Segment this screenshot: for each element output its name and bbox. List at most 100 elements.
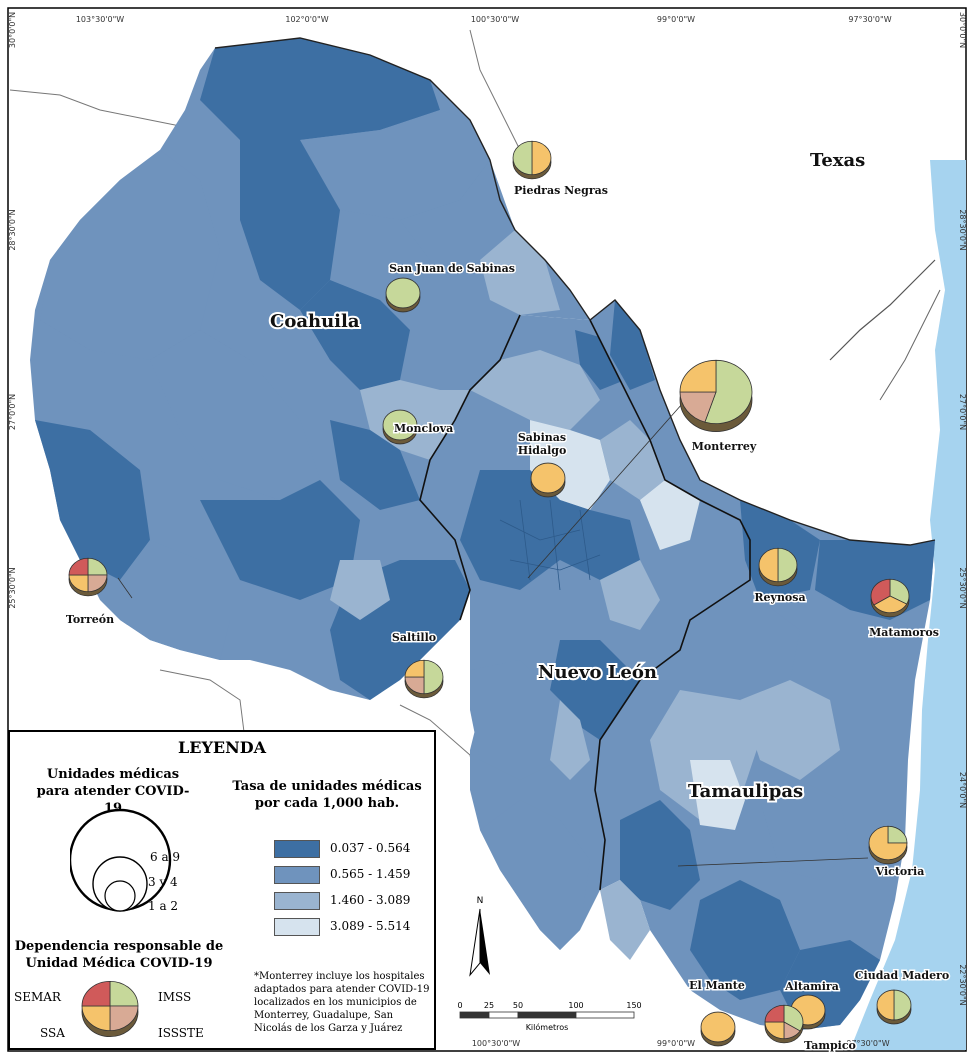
city-sabinas-hidalgo-slice-ssa <box>530 462 566 494</box>
city-tampico-slice-ssa <box>764 1021 785 1040</box>
legend-size-mid: 3 y 4 <box>148 875 178 889</box>
muni-coah-11 <box>35 420 150 580</box>
muni-tam-8 <box>740 680 840 780</box>
coord-top-3: 99°0'0"W <box>657 15 695 24</box>
coord-left-1: 28°30'0"N <box>8 209 17 250</box>
coord-top-4: 97°30'0"W <box>848 15 891 24</box>
city-torreon-slice-semar <box>68 557 89 576</box>
intl-border <box>214 37 936 546</box>
legend-dep-slice-ssa <box>81 1005 111 1032</box>
muni-nl-7 <box>640 480 700 550</box>
coord-right-5: 22°30'0"N <box>958 964 967 1005</box>
city-el-mante-label: El Mante <box>689 979 745 992</box>
scale-tick-1: 25 <box>484 1001 494 1010</box>
scale-segment-1 <box>488 1011 519 1019</box>
muni-coah-1 <box>200 38 440 140</box>
city-monterrey-slice-ssa <box>679 359 717 393</box>
muni-coah-2 <box>300 110 490 220</box>
city-saltillo-slice-imss <box>423 659 444 695</box>
river-line-4 <box>159 669 246 741</box>
legend-note: *Monterrey incluye los hospitales adapta… <box>254 971 430 1034</box>
legend-swatch-3 <box>274 918 320 936</box>
scale-unit: Kilómetros <box>526 1022 569 1032</box>
legend-size-circles <box>70 808 172 912</box>
state-label-nuevo-leon: Nuevo León <box>538 662 657 683</box>
legend-swatch-0 <box>274 840 320 858</box>
legend-class-label-0: 0.037 - 0.564 <box>330 841 411 855</box>
city-ciudad-madero-slice-ssa <box>876 989 895 1021</box>
scale-tick-0: 0 <box>457 1001 462 1010</box>
city-el-mante-slice-ssa <box>700 1011 736 1043</box>
muni-coah-7 <box>300 280 410 390</box>
coordinate-labels: 103°30'0"W 102°0'0"W 100°30'0"W 99°0'0"W 97°… <box>8 12 967 1048</box>
state-label-tamaulipas: Tamaulipas <box>688 781 803 802</box>
muni-coah-13 <box>200 480 360 600</box>
city-tampico-label: Tampico <box>804 1039 856 1052</box>
legend-box: LEYENDA Unidades médicas para atender CO… <box>8 730 436 1050</box>
city-san-juan-de-sabinas-label: San Juan de Sabinas <box>389 262 515 275</box>
city-saltillo-slice-ssa <box>404 659 425 678</box>
muni-coah-4 <box>400 160 515 260</box>
legend-dep-slice-imss <box>109 980 139 1007</box>
legend-swatch-1 <box>274 866 320 884</box>
gulf-of-mexico <box>850 160 966 1050</box>
coord-bottom-2: 97°30'0"W <box>846 1039 889 1048</box>
coord-right-1: 28°30'0"N <box>958 209 967 250</box>
state-border-nl-tam <box>589 319 751 891</box>
city-victoria-label: Victoria <box>875 865 925 878</box>
scale-segment-3 <box>575 1011 635 1019</box>
tamaulipas-region <box>590 300 935 1030</box>
muni-tam-11 <box>760 780 850 880</box>
metro-lines <box>499 499 601 591</box>
legend-dep-issste: ISSSTE <box>158 1026 204 1040</box>
north-label: N <box>477 896 484 906</box>
muni-tam-1 <box>610 300 655 390</box>
muni-coah-12 <box>120 540 230 660</box>
city-torreon-slice-ssa <box>68 574 89 593</box>
city-piedras-negras-slice-imss <box>512 140 533 176</box>
coord-bottom-1: 99°0'0"W <box>657 1039 695 1048</box>
city-saltillo-slice-issste <box>404 676 425 695</box>
river-line-2 <box>469 29 521 151</box>
legend-dep-slice-issste <box>109 1005 139 1032</box>
muni-nl-5 <box>460 470 560 590</box>
legend-dep-title: Dependencia responsable de Unidad Médica… <box>14 939 224 971</box>
muni-nl-2 <box>470 350 600 430</box>
city-monterrey-slice-issste <box>679 391 717 423</box>
muni-nl-11 <box>480 800 590 950</box>
muni-nl-12 <box>550 700 590 780</box>
texas-coastline <box>829 259 936 361</box>
coord-top-1: 102°0'0"W <box>285 15 328 24</box>
city-victoria-slice-imss <box>887 825 908 844</box>
scale-segment-2 <box>517 1011 577 1019</box>
victoria-leader <box>677 857 869 867</box>
torreon-leader <box>117 577 133 599</box>
muni-nl-8 <box>600 560 660 630</box>
city-altamira-label: Altamira <box>784 980 839 993</box>
muni-nl-6 <box>560 500 640 580</box>
city-matamoros-label: Matamoros <box>869 626 939 639</box>
coord-bottom-0: 100°30'0"W <box>472 1039 520 1048</box>
coord-top-0: 103°30'0"W <box>76 15 124 24</box>
legend-title: LEYENDA <box>178 738 266 757</box>
muni-nl-1 <box>575 330 625 390</box>
city-torreon-label: Torreón <box>66 613 114 626</box>
legend-size-large: 6 a 9 <box>150 850 181 864</box>
scale-tick-4: 150 <box>626 1001 641 1010</box>
legend-dep-pie <box>81 980 139 1038</box>
legend-dep-slice-semar <box>81 980 111 1007</box>
muni-coah-15 <box>330 560 390 620</box>
city-san-juan-de-sabinas-slice-imss <box>385 277 421 309</box>
muni-tam-12 <box>600 880 650 960</box>
city-monclova-label: Monclova <box>394 422 453 435</box>
coord-right-0: 30°0'0"N <box>958 12 967 48</box>
scale-segment-0 <box>459 1011 490 1019</box>
legend-dep-semar: SEMAR <box>14 990 61 1004</box>
coord-top-2: 100°30'0"W <box>471 15 519 24</box>
state-border-coah-nl <box>419 314 521 621</box>
coord-right-3: 25°30'0"N <box>958 567 967 608</box>
